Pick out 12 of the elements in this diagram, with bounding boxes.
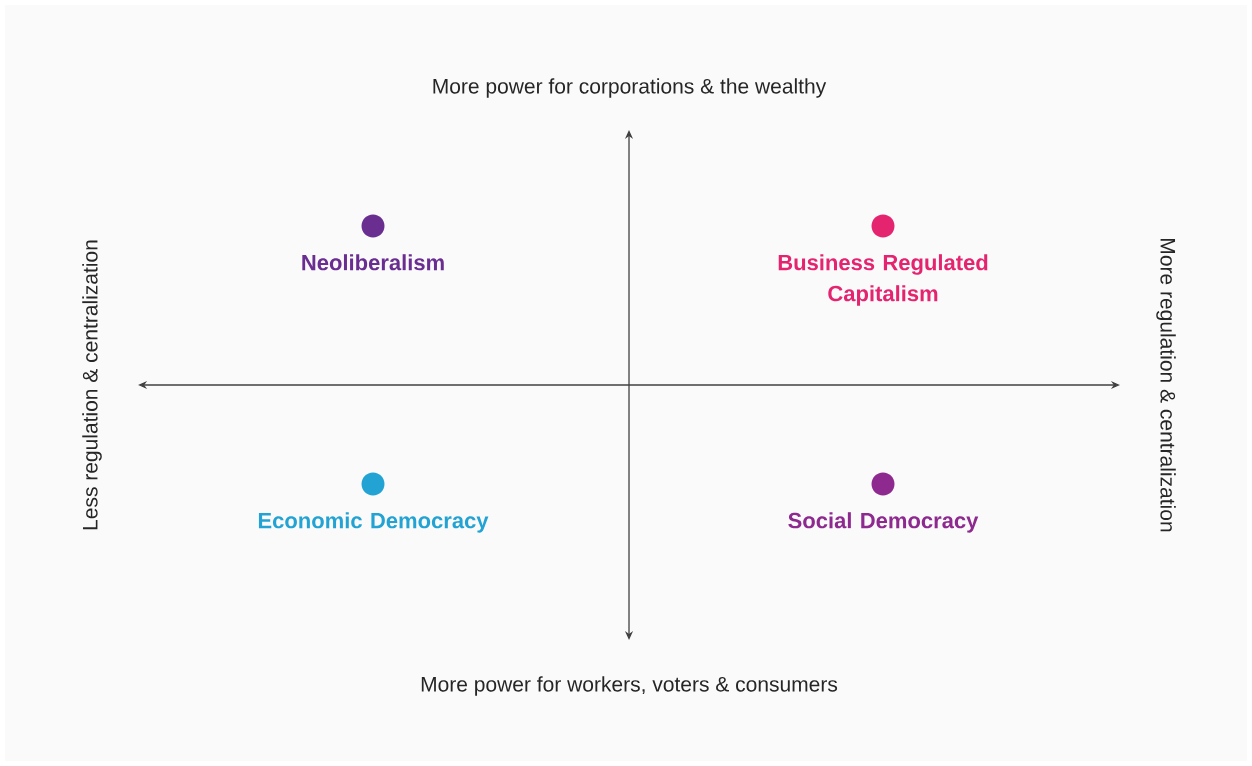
- point-marker: [871, 214, 895, 238]
- point-marker: [361, 472, 385, 496]
- point-marker: [871, 472, 895, 496]
- quadrant-label: Economic Democracy: [258, 512, 489, 533]
- point-marker: [361, 214, 385, 238]
- axis-label: More power for corporations & the wealthy: [433, 78, 827, 98]
- axis-label: More regulation & centralization: [1156, 239, 1176, 532]
- quadrant-label: Business Regulated Capitalism: [778, 254, 988, 306]
- quadrant-label: Social Democracy: [788, 512, 979, 533]
- quadrant-label: Neoliberalism: [302, 254, 444, 271]
- axis-label: Less regulation & centralization: [82, 240, 102, 530]
- axis-label: More power for workers, voters & consumers: [421, 676, 838, 696]
